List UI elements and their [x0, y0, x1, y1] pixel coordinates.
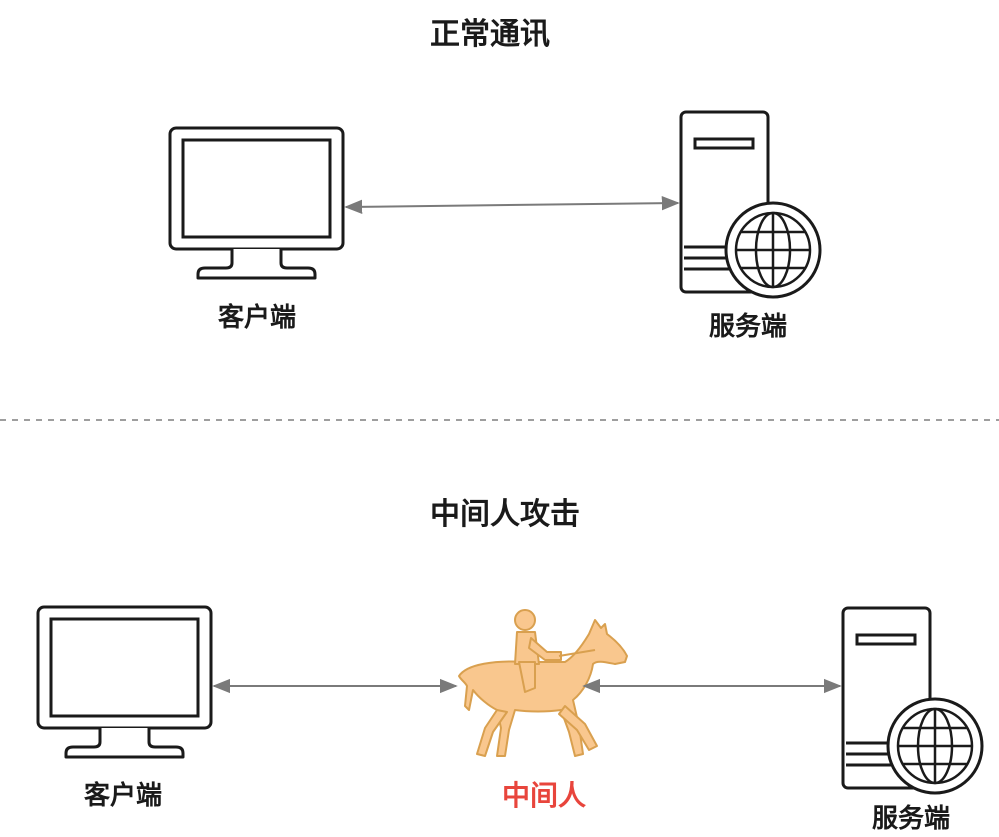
section-title-normal: 正常通讯 — [430, 17, 550, 52]
attacker-label: 中间人 — [501, 779, 587, 812]
monitor-icon — [36, 605, 213, 759]
server-globe-icon — [841, 606, 984, 795]
section-title-mitm: 中间人攻击 — [430, 497, 580, 532]
connection-arrow — [344, 195, 680, 215]
server-label: 服务端 — [708, 312, 788, 342]
client-label: 客户端 — [217, 303, 297, 333]
server-label: 服务端 — [871, 804, 951, 834]
client-label: 客户端 — [83, 781, 163, 811]
server-globe-icon — [679, 110, 822, 299]
horse-rider-icon — [458, 609, 628, 757]
monitor-icon — [168, 126, 345, 280]
